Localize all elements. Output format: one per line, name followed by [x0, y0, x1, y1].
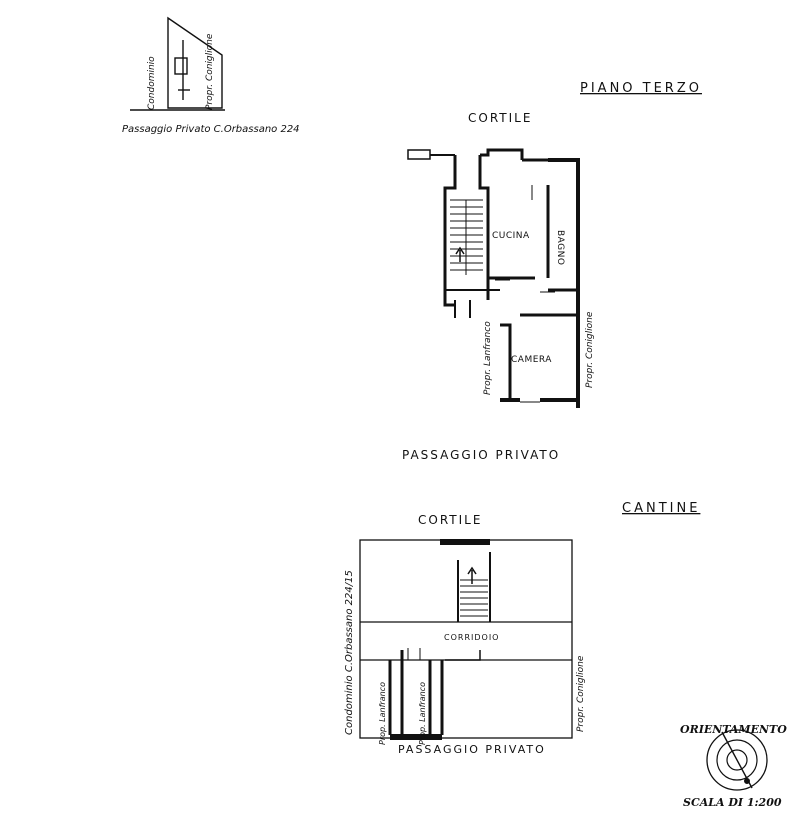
third-floor-top-label: CORTILE — [468, 111, 532, 125]
stair-treads — [450, 199, 483, 275]
cellar-left-walls — [388, 650, 404, 735]
room-label-kitchen: CUCINA — [492, 231, 530, 241]
cellar-right-walls — [428, 660, 444, 735]
stair-arrow — [455, 246, 465, 262]
outer-wall-right — [548, 158, 580, 408]
cellar-door-right — [445, 650, 481, 661]
room-label-bathroom: BAGNO — [555, 230, 565, 265]
stair-wall-left — [443, 155, 457, 307]
cellars-title: CANTINE — [622, 501, 700, 516]
balcony-stub — [407, 149, 431, 160]
key-plan-unit — [174, 57, 188, 75]
compass-title: ORIENTAMENTO — [680, 723, 787, 736]
cellars-stair-arrow — [467, 566, 477, 584]
third-floor-title: PIANO TERZO — [580, 81, 702, 96]
third-floor-left-neighbor: Propr. Lanfranco — [483, 321, 493, 395]
cellars-top-label: CORTILE — [418, 513, 482, 527]
cellar-left-owner: Prop. Lanfranco — [378, 682, 387, 745]
bedroom-wall-left — [500, 323, 512, 400]
cellars-stair-treads — [460, 579, 488, 617]
key-plan-passage-label: Passaggio Privato C.Orbassano 224 — [122, 124, 300, 135]
kitchen-top-wall — [480, 148, 524, 160]
cellars-right-neighbor: Propr. Coniglione — [576, 655, 586, 732]
cellars-left-building: Condominio C.Orbassano 224/15 — [344, 570, 355, 735]
scale-label: SCALA DI 1:200 — [683, 796, 782, 809]
key-plan — [130, 16, 225, 111]
third-floor-bottom-label: PASSAGGIO PRIVATO — [402, 448, 560, 462]
key-plan-left-label: Condominio — [147, 56, 157, 110]
third-floor-plan — [407, 148, 580, 408]
key-plan-right-label: Propr. Coniglione — [205, 33, 215, 110]
compass-needle-tip — [744, 778, 750, 784]
cellars-bottom-label: PASSAGGIO PRIVATO — [398, 743, 546, 756]
stair-landing — [445, 289, 500, 318]
stair-wall-right — [478, 155, 490, 300]
cellars-plan — [359, 539, 573, 740]
room-label-bedroom: CAMERA — [511, 355, 552, 365]
corridor-label: CORRIDOIO — [444, 633, 499, 642]
compass-inner-ring — [726, 749, 748, 771]
cellars-stair-walls — [457, 552, 491, 622]
compass-middle-ring — [716, 739, 758, 781]
compass-rose — [706, 729, 768, 791]
compass-outer-ring — [706, 729, 768, 791]
cellar-right-owner: Prop. Lanfranco — [418, 682, 427, 745]
key-plan-outline — [167, 16, 223, 109]
third-floor-right-neighbor: Propr. Coniglione — [585, 311, 595, 388]
